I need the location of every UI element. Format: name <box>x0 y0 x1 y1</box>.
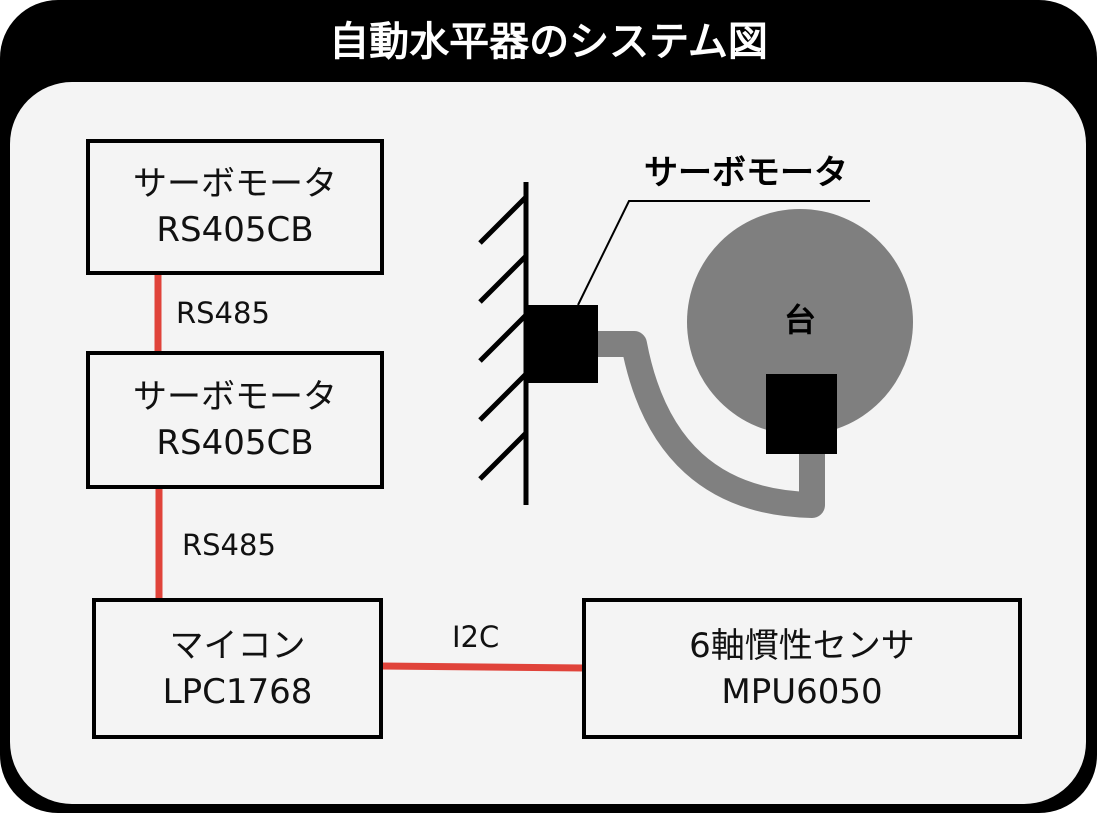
servo-block-top: サーボモータ RS405CB <box>86 139 384 275</box>
rs485-label-1: RS485 <box>176 296 270 330</box>
stage-label: 台 <box>784 301 816 339</box>
stage-servo-block <box>766 374 837 454</box>
wall-servo-block <box>528 305 598 383</box>
i2c-label: I2C <box>452 620 500 654</box>
servo-block-top-name: サーボモータ <box>133 164 337 204</box>
i2c-link-line <box>380 662 585 672</box>
imu-block: 6軸慣性センサ MPU6050 <box>582 598 1022 739</box>
servo-block-middle: サーボモータ RS405CB <box>86 351 384 489</box>
servo-block-middle-name: サーボモータ <box>133 377 337 417</box>
rs485-label-2: RS485 <box>182 528 276 562</box>
mcu-block-model: LPC1768 <box>162 671 313 712</box>
servo-callout-label: サーボモータ <box>644 153 848 193</box>
imu-block-model: MPU6050 <box>721 671 883 712</box>
diagram-title: 自動水平器のシステム図 <box>329 19 768 65</box>
imu-block-name: 6軸慣性センサ <box>689 625 915 666</box>
stage-circle <box>687 209 913 435</box>
servo-arm <box>596 331 825 518</box>
servo-block-middle-model: RS405CB <box>156 423 314 463</box>
servo-block-top-model: RS405CB <box>156 210 314 250</box>
mcu-block-name: マイコン <box>169 625 306 666</box>
mcu-block: マイコン LPC1768 <box>92 598 383 739</box>
servo-leader-line <box>577 200 870 306</box>
wall-hatching <box>478 195 528 481</box>
